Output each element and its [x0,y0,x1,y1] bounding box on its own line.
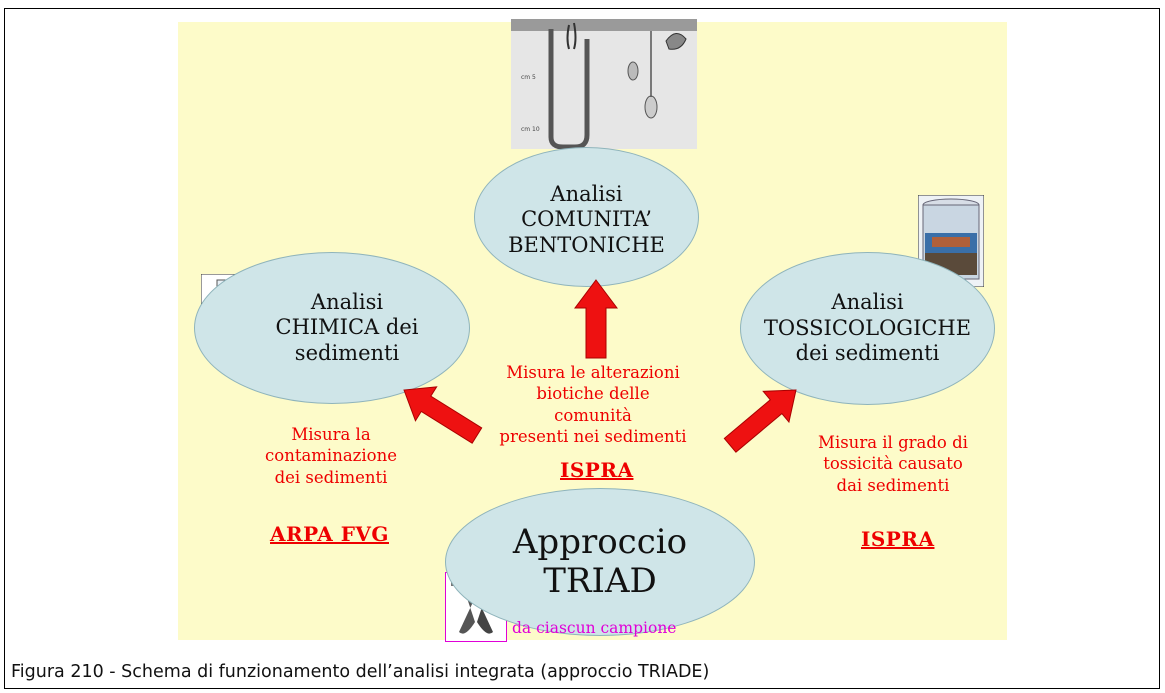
benthic-note-line-2: biotiche delle comunità [536,384,650,425]
node-benthic-line-3: BENTONICHE [508,232,665,257]
chemical-measure-note: Misura la contaminazione dei sedimenti [256,424,406,488]
sample-note: da ciascun campione [512,619,677,637]
arrow-to-toxicology [723,389,797,453]
benthic-measure-note: Misura le alterazioni biotiche delle com… [498,362,688,448]
toxicology-note-line-3: dai sedimenti [836,475,950,495]
node-benthic-line-1: Analisi [550,181,623,206]
node-toxicology-line-2: TOSSICOLOGICHE [763,315,972,340]
chemical-note-line-1: Misura la [291,425,371,444]
chemical-agency-label: ARPA FVG [270,522,389,546]
node-toxicology-analysis: Analisi TOSSICOLOGICHE dei sedimenti [740,252,995,405]
node-triad-line-2: TRIAD [543,561,657,601]
svg-text:cm 5: cm 5 [521,74,536,81]
benthic-illustration-image: cm 5 cm 10 [511,19,697,149]
benthic-agency-label: ISPRA [560,458,634,482]
figure-caption: Figura 210 - Schema di funzionamento del… [11,662,710,682]
arrow-to-chemical [403,386,483,444]
node-chemical-line-2: CHIMICA dei [275,315,419,340]
figure-frame [4,8,1160,689]
node-toxicology-line-3: dei sedimenti [795,341,940,366]
toxicology-measure-note: Misura il grado di tossicità causato dai… [798,432,988,496]
node-triad-line-1: Approccio [512,521,688,562]
toxicology-note-line-2: tossicità causato [823,454,963,474]
node-chemical-analysis: Analisi CHIMICA dei sedimenti [194,252,470,404]
arrows-layer [403,279,797,453]
chemical-note-line-2: contaminazione [265,446,397,466]
triad-diagram: cm 5 cm 10 Analisi COMUNITA’ BENTONICHE … [178,19,1007,642]
node-benthic-community: Analisi COMUNITA’ BENTONICHE [474,147,699,287]
node-toxicology-line-1: Analisi [831,290,904,315]
benthic-note-line-3: presenti nei sedimenti [499,427,687,447]
toxicology-agency-label: ISPRA [861,527,935,551]
arrow-to-benthic [574,279,618,359]
chemical-note-line-3: dei sedimenti [274,467,388,487]
benthic-note-line-1: Misura le alterazioni [506,363,680,382]
node-triad-approach: Approccio TRIAD [445,488,755,636]
toxicology-note-line-1: Misura il grado di [818,433,968,452]
svg-text:cm 10: cm 10 [521,126,540,133]
node-benthic-line-2: COMUNITA’ [521,207,652,232]
node-chemical-line-3: sedimenti [294,340,400,365]
node-chemical-line-1: Analisi [310,289,384,314]
